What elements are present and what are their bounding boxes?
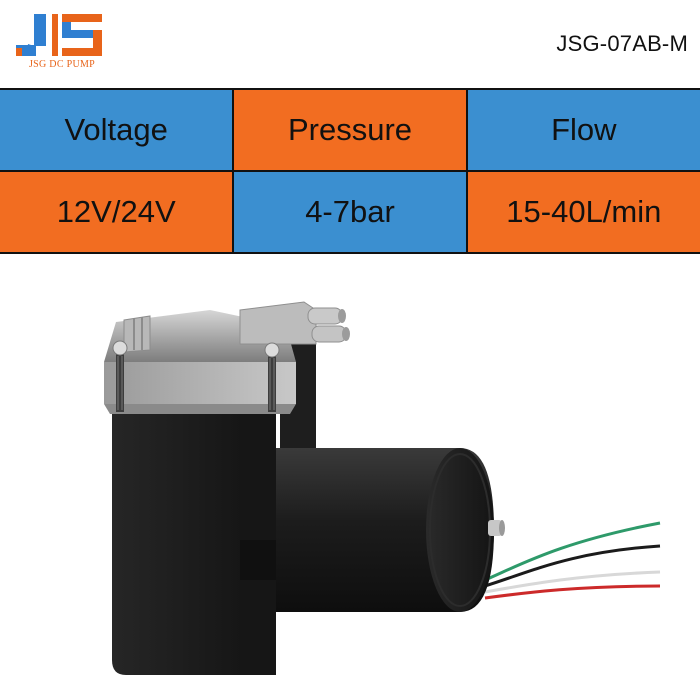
spec-value-row: 12V/24V 4-7bar 15-40L/min xyxy=(0,170,700,254)
model-number: JSG-07AB-M xyxy=(556,31,688,56)
spec-header-flow: Flow xyxy=(465,88,700,172)
diaphragm-pump-icon xyxy=(104,301,661,675)
spec-value-pressure: 4-7bar xyxy=(232,170,468,254)
spec-value-voltage: 12V/24V xyxy=(0,170,235,254)
logo-text: JSG DC PUMP xyxy=(28,59,96,70)
product-image xyxy=(90,280,680,690)
spec-header-voltage: Voltage xyxy=(0,88,235,172)
spec-header-row: Voltage Pressure Flow xyxy=(0,88,700,172)
logo-mark-icon xyxy=(16,14,102,56)
brand-logo: JSG DC PUMP xyxy=(12,12,112,76)
spec-header-pressure: Pressure xyxy=(232,88,468,172)
spec-table: Voltage Pressure Flow 12V/24V 4-7bar 15-… xyxy=(0,88,700,254)
spec-value-flow: 15-40L/min xyxy=(465,170,700,254)
